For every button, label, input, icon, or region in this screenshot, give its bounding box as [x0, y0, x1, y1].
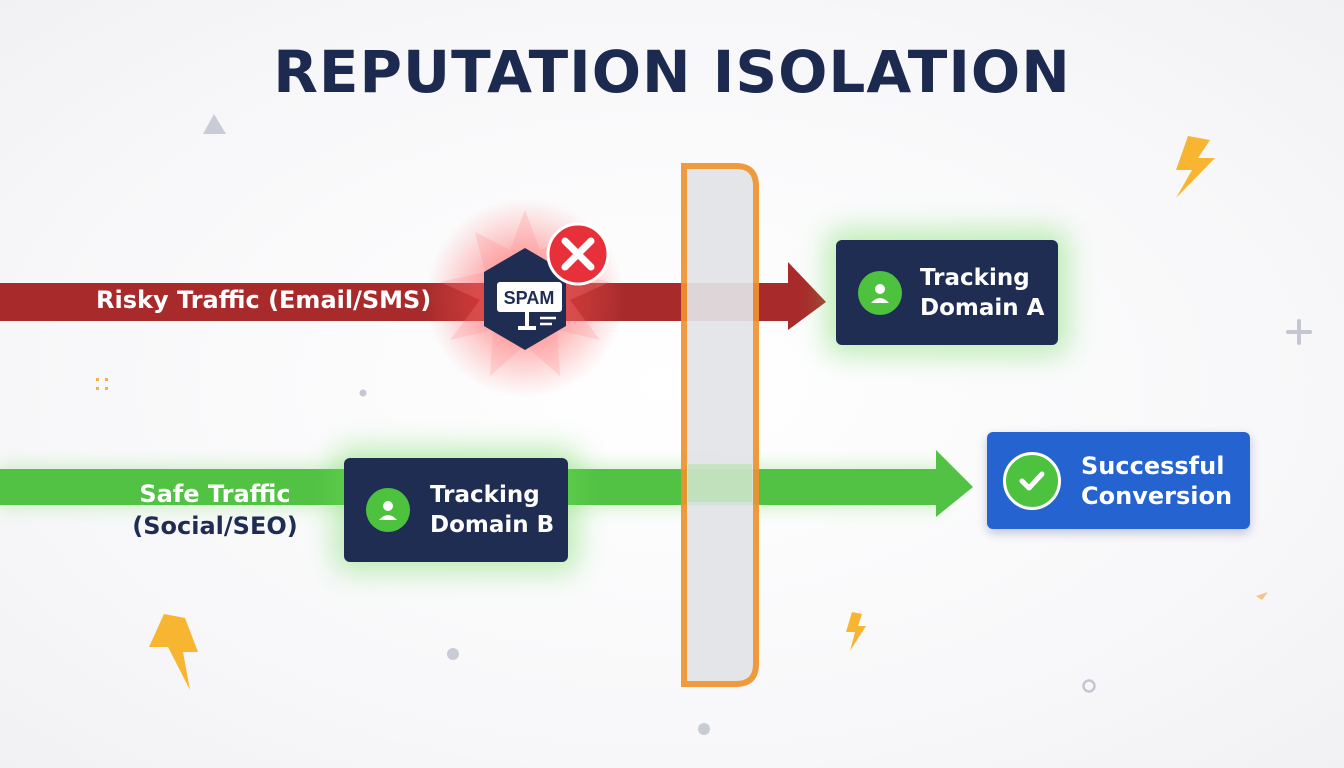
- sparkle-icon: [96, 378, 108, 390]
- lightning-bolt-icon: [149, 614, 198, 690]
- safe-traffic-label-line2: (Social/SEO): [132, 512, 298, 540]
- successful-conversion-box: Successful Conversion: [987, 432, 1250, 529]
- tracking-domain-a-box: Tracking Domain A: [836, 240, 1058, 345]
- successful-conversion-label: Successful Conversion: [1081, 451, 1233, 510]
- tracking-domain-a-label: Tracking Domain A: [920, 264, 1045, 321]
- risky-traffic-label: Risky Traffic (Email/SMS): [96, 286, 432, 314]
- tracking-domain-b-label: Tracking Domain B: [430, 482, 555, 538]
- spam-badge-label: SPAM: [504, 288, 555, 308]
- triangle-icon: [203, 114, 226, 134]
- lightning-bolt-icon: [1176, 136, 1215, 198]
- checkmark-icon: [1003, 451, 1061, 510]
- isolation-wall: [681, 163, 759, 687]
- plus-icon: [1286, 319, 1312, 345]
- page-title: REPUTATION ISOLATION: [273, 38, 1071, 106]
- safe-traffic-arrowhead: [936, 450, 973, 517]
- safe-traffic-label-line1: Safe Traffic: [139, 480, 291, 508]
- dot-decoration: [447, 648, 459, 660]
- dot-decoration: [359, 389, 367, 397]
- risky-traffic-arrowhead: [788, 262, 826, 330]
- spam-sign-post: [525, 312, 529, 328]
- spark-icon: [1256, 592, 1268, 600]
- user-icon: [366, 488, 410, 532]
- risky-traffic-arrow-shaft: [0, 283, 800, 321]
- safe-traffic-label: Safe Traffic (Social/SEO): [120, 478, 310, 542]
- lightning-bolt-icon: [846, 612, 866, 651]
- dot-decoration: [698, 723, 710, 735]
- tracking-domain-b-box: Tracking Domain B: [344, 458, 568, 562]
- spam-sign-board: [497, 282, 562, 312]
- wall-highlight: [688, 464, 752, 502]
- user-icon: [858, 270, 902, 315]
- ring-decoration: [1082, 679, 1096, 693]
